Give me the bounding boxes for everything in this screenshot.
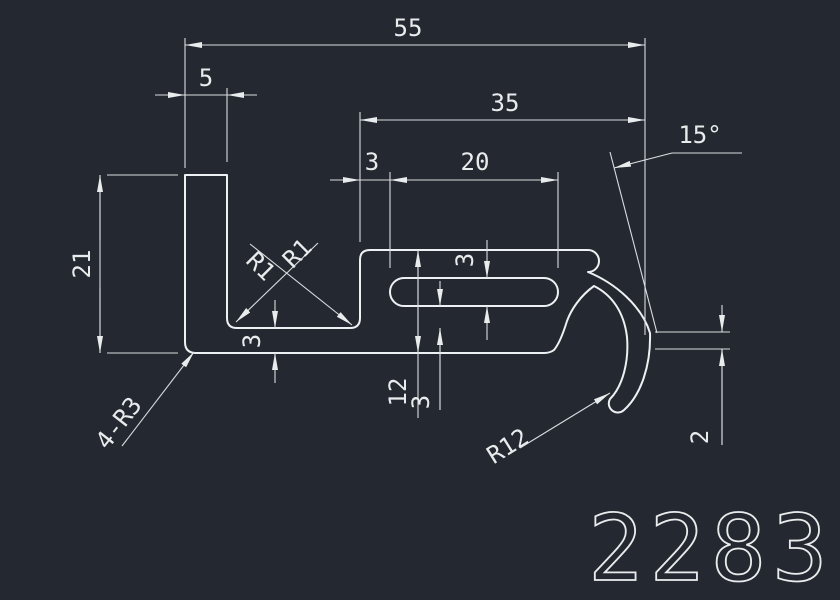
dim-mid-height: 12 [384, 250, 421, 418]
dim-hook-radius-label: R12 [482, 423, 534, 470]
dim-bottom-wall: 3 [407, 281, 443, 410]
dim-slot-length-label: 20 [461, 148, 490, 176]
dim-lip-thickness-label: 2 [686, 430, 714, 444]
profile-outline [184, 174, 652, 414]
dim-draft-angle-label: 15° [678, 121, 721, 149]
dim-slot-height-label: 3 [451, 253, 479, 267]
profile-geometry [184, 174, 652, 414]
arrow [121, 351, 195, 447]
dim-draft-angle: 15° [609, 121, 742, 334]
dim-right-width-label: 35 [491, 89, 520, 117]
dim-corner-fillets: 4-R3 [90, 351, 195, 454]
dim-lip-thickness: 2 [655, 305, 730, 445]
part-number: 2283 [588, 495, 834, 600]
dim-leg-width-label: 5 [199, 64, 213, 92]
dim-leg-width: 5 [155, 64, 257, 162]
arrow [613, 152, 673, 169]
arrow [235, 242, 319, 323]
dim-slot-offset-label: 3 [365, 148, 379, 176]
arrow [249, 243, 353, 326]
dim-slot-height: 3 [451, 240, 490, 340]
dim-hook-radius: R12 [482, 392, 611, 470]
dim-base-thickness-label: 3 [238, 334, 266, 348]
dim-mid-height-label: 12 [384, 378, 412, 407]
arrow [519, 392, 611, 449]
dim-total-width-label: 55 [394, 14, 423, 42]
profile-slot [389, 277, 559, 307]
dim-slot-offset: 3 [330, 148, 390, 183]
dim-fillet-b-label: R1 [277, 233, 317, 273]
dim-bottom-wall-label: 3 [407, 395, 435, 409]
dim-leg-height-label: 21 [68, 250, 96, 279]
dim-leg-height: 21 [68, 174, 178, 354]
dim-right-width: 35 [359, 89, 645, 242]
dim-slot-length: 20 [389, 148, 559, 268]
angle-reference-line [609, 151, 658, 334]
dim-base-thickness: 3 [238, 300, 278, 383]
dim-total-width: 55 [184, 14, 646, 335]
